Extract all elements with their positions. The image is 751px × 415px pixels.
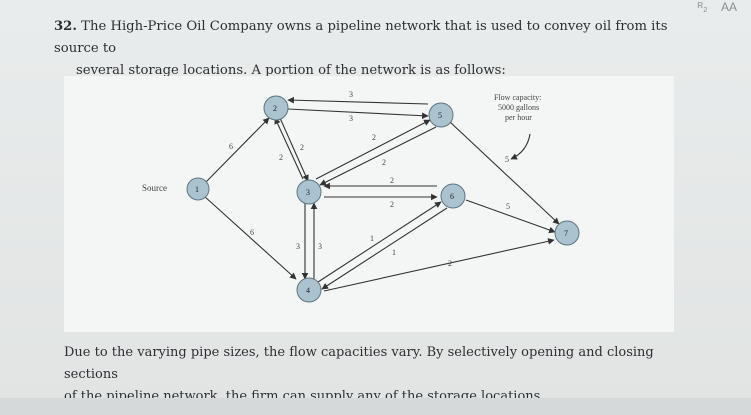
footer-line-1: Due to the varying pipe sizes, the flow … [64, 345, 654, 382]
edge-4-7 [323, 238, 555, 292]
accessibility-icon[interactable]: ᴿ₂ [697, 0, 708, 14]
edge-label-1-2: 6 [229, 142, 233, 151]
source-label: Source [142, 183, 167, 193]
edge-label-4-3: 3 [318, 242, 322, 251]
edge-6-4 [321, 207, 448, 290]
edge-label-3-6: 2 [390, 200, 394, 209]
question-line-1: 32. The High-Price Oil Company owns a pi… [54, 19, 668, 56]
edge-label-5-2: 3 [349, 90, 353, 99]
edge-label-6-7: 5 [506, 202, 510, 211]
edge-label-4-7: 2 [448, 259, 452, 268]
question-line-2: several storage locations. A portion of … [76, 63, 506, 78]
edge-label-5-7: 5 [505, 155, 509, 164]
edge-label-2-3: 2 [300, 143, 304, 152]
edge-3-5 [315, 119, 431, 180]
edge-2-3 [279, 117, 309, 182]
question-number: 32. [54, 19, 77, 34]
svg-text:6: 6 [450, 192, 454, 201]
edge-label-3-2: 2 [279, 153, 283, 162]
edge-label-6-4: 1 [370, 234, 374, 243]
node-7: 7 [554, 220, 580, 246]
edge-1-2 [203, 117, 270, 185]
edge-3-2 [274, 117, 304, 180]
capacity-note-line-1: Flow capacity: [494, 93, 541, 102]
svg-text:2: 2 [273, 104, 277, 113]
edge-5-7 [449, 121, 560, 225]
edge-label-3-4: 3 [296, 242, 300, 251]
edge-4-6 [317, 201, 442, 283]
edge-label-4-6: 1 [392, 248, 396, 257]
capacity-note-line-2: 5000 gallons [498, 103, 539, 112]
svg-text:7: 7 [564, 229, 568, 238]
node-6: 6 [440, 183, 466, 209]
edge-1-4 [203, 195, 297, 280]
node-4: 4 [296, 277, 322, 303]
capacity-note-line-3: per hour [505, 113, 532, 122]
reader-toolbar: ᴿ₂ AA [688, 0, 737, 14]
edge-5-2 [287, 96, 429, 105]
network-diagram-panel: 6 6 3 3 2 2 2 2 2 2 3 3 1 1 5 5 2 Source… [64, 76, 674, 332]
edge-label-2-5: 3 [349, 114, 353, 123]
edge-label-1-4: 6 [250, 228, 254, 237]
svg-text:3: 3 [306, 188, 310, 197]
edge-label-5-3: 2 [382, 158, 386, 167]
node-2: 2 [263, 95, 289, 121]
edge-label-3-5: 2 [372, 133, 376, 142]
edge-2-5 [287, 108, 429, 119]
svg-text:5: 5 [438, 111, 442, 120]
node-1: 1 [186, 177, 210, 201]
question-text: 32. The High-Price Oil Company owns a pi… [54, 16, 694, 82]
capacity-note-arrow [510, 133, 531, 160]
edge-5-3 [319, 126, 437, 186]
node-5: 5 [428, 102, 454, 128]
edge-6-7 [465, 199, 556, 234]
font-size-button[interactable]: AA [720, 0, 737, 14]
svg-text:1: 1 [195, 185, 199, 194]
node-3: 3 [296, 179, 322, 205]
network-diagram: 6 6 3 3 2 2 2 2 2 2 3 3 1 1 5 5 2 Source… [142, 90, 580, 303]
edge-label-6-3: 2 [390, 176, 394, 185]
bottom-band [0, 398, 751, 415]
svg-text:4: 4 [306, 286, 310, 295]
